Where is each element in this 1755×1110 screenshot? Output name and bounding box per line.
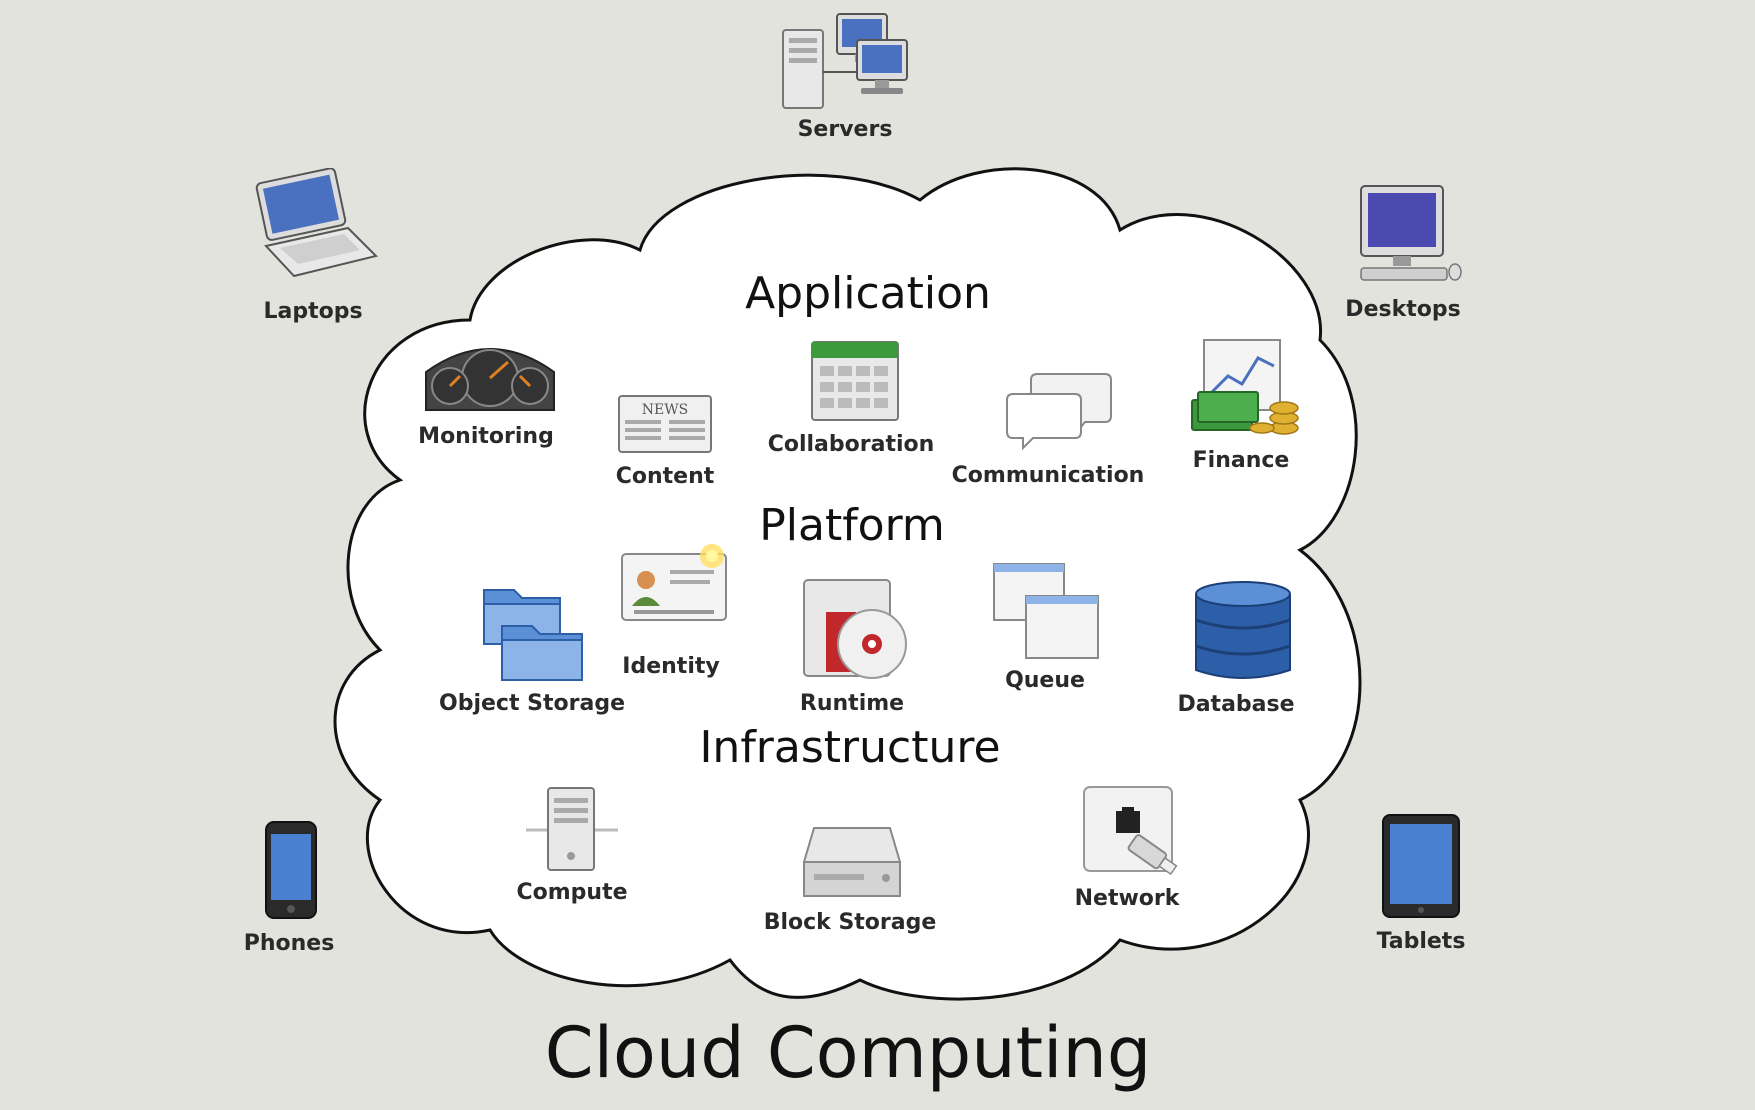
monitoring-label: Monitoring bbox=[418, 424, 554, 449]
infrastructure-layer-heading: Infrastructure bbox=[699, 722, 1001, 773]
compute-tower-icon bbox=[526, 787, 618, 871]
phone-icon bbox=[265, 821, 317, 919]
content-label: Content bbox=[615, 464, 715, 489]
runtime-package-icon bbox=[803, 579, 907, 679]
laptop-icon bbox=[255, 168, 378, 278]
platform-layer-heading: Platform bbox=[759, 500, 945, 551]
finance-label: Finance bbox=[1192, 448, 1290, 473]
collaboration-label: Collaboration bbox=[767, 432, 935, 457]
database-cylinder-icon bbox=[1195, 581, 1291, 679]
compute-label: Compute bbox=[516, 880, 628, 905]
desktops-label: Desktops bbox=[1345, 297, 1461, 322]
tablet-icon bbox=[1382, 814, 1460, 918]
servers-icon bbox=[782, 13, 908, 109]
newspaper-icon: NEWS bbox=[618, 395, 712, 453]
calendar-icon bbox=[811, 341, 899, 421]
desktop-icon bbox=[1360, 185, 1462, 281]
identity-card-icon bbox=[621, 544, 727, 621]
queue-windows-icon bbox=[993, 563, 1099, 659]
application-layer-heading: Application bbox=[745, 268, 991, 319]
communication-label: Communication bbox=[951, 463, 1145, 488]
newspaper-masthead: NEWS bbox=[642, 402, 688, 418]
block-storage-label: Block Storage bbox=[763, 910, 937, 935]
finance-chart-money-icon bbox=[1191, 339, 1299, 435]
object-storage-label: Object Storage bbox=[439, 691, 625, 716]
network-label: Network bbox=[1074, 886, 1180, 911]
monitoring-gauge-icon bbox=[425, 348, 555, 411]
database-label: Database bbox=[1177, 692, 1295, 717]
folders-icon bbox=[483, 589, 583, 681]
laptops-label: Laptops bbox=[263, 299, 363, 324]
queue-label: Queue bbox=[1005, 668, 1085, 693]
chat-bubbles-icon bbox=[1006, 373, 1112, 451]
tablets-label: Tablets bbox=[1376, 929, 1466, 954]
identity-label: Identity bbox=[622, 654, 720, 679]
runtime-label: Runtime bbox=[799, 691, 905, 716]
network-port-icon bbox=[1083, 786, 1178, 876]
block-storage-drive-icon bbox=[803, 827, 901, 897]
diagram-title: Cloud Computing bbox=[544, 1012, 1152, 1094]
phones-label: Phones bbox=[243, 931, 335, 956]
servers-label: Servers bbox=[797, 117, 893, 142]
